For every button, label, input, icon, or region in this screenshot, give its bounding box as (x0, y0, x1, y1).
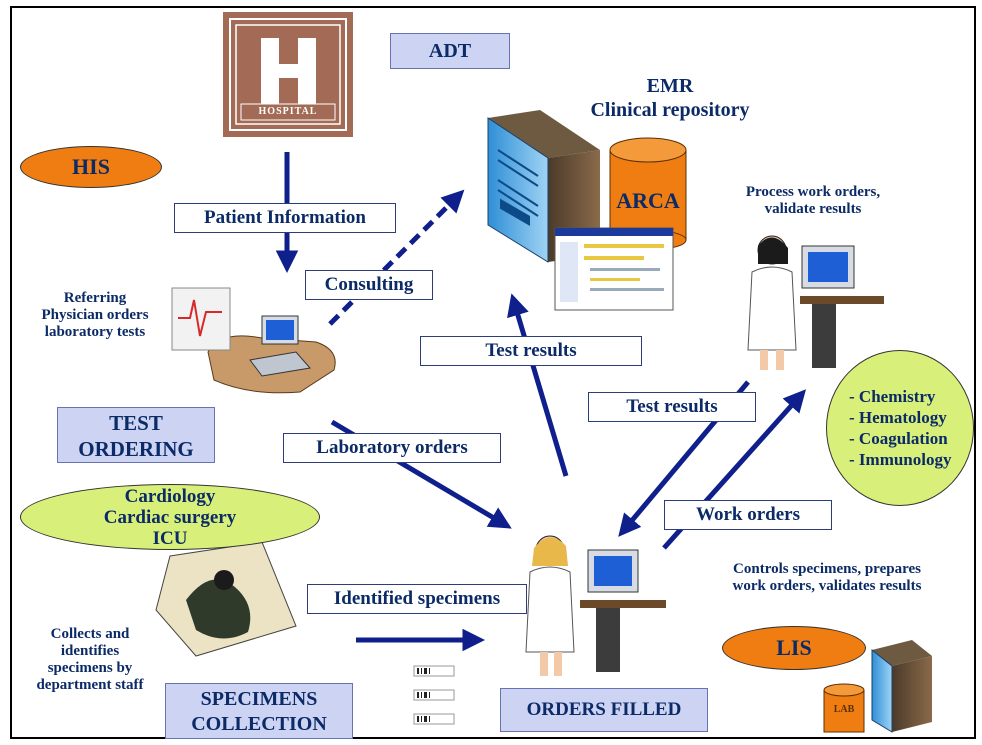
barcode-icons (413, 665, 455, 725)
collects-note-line3: specimens by (47, 660, 133, 676)
physician-workstation-icon (171, 287, 336, 394)
wards-ellipse: Cardiology Cardiac surgery ICU (20, 484, 320, 550)
arrow-consulting-to-emr (328, 189, 465, 326)
specimens-collection-label: SPECIMENS COLLECTION (165, 683, 353, 739)
patient-information-label: Patient Information (174, 203, 396, 233)
lab-assistant-icon (525, 535, 666, 676)
referring-note-line3: laboratory tests (44, 324, 146, 340)
referring-note: Referring Physician orders laboratory te… (20, 290, 170, 341)
adt-label: ADT (390, 33, 510, 69)
department-item: - Hematology (849, 408, 947, 427)
test-ordering-line2: ORDERING (78, 437, 194, 461)
specimens-collection-line2: COLLECTION (191, 713, 327, 735)
department-item: - Chemistry (849, 387, 936, 406)
process-note-line2: validate results (764, 201, 862, 217)
wards-line1: Cardiology (124, 485, 216, 507)
referring-note-line1: Referring (63, 290, 127, 306)
lab-label: LAB (833, 704, 855, 715)
process-note-line1: Process work orders, (745, 184, 881, 200)
orders-filled-label: ORDERS FILLED (500, 688, 708, 732)
emr-screenshot-icon (554, 227, 674, 311)
specimen-collection-icon (155, 541, 297, 657)
referring-note-line2: Physician orders (41, 307, 149, 323)
department-item: - Coagulation (849, 429, 948, 448)
lis-server-icon (823, 640, 932, 733)
arrow-orders-to-emr-test-results (507, 293, 569, 477)
laboratory-orders-label: Laboratory orders (283, 433, 501, 463)
work-orders-label: Work orders (664, 500, 832, 530)
test-results-upper-label: Test results (420, 336, 642, 366)
arca-label: ARCA (616, 188, 680, 213)
controls-note: Controls specimens, prepares work orders… (696, 561, 958, 595)
lab-technician-icon (747, 235, 884, 370)
departments-ellipse: - Chemistry - Hematology - Coagulation -… (826, 350, 974, 506)
consulting-label: Consulting (305, 270, 433, 300)
controls-note-line2: work orders, validates results (732, 578, 922, 594)
controls-note-line1: Controls specimens, prepares (733, 561, 921, 577)
lis-label: LIS (722, 626, 866, 670)
collects-note-line4: department staff (36, 677, 144, 693)
process-note: Process work orders, validate results (728, 184, 898, 218)
collects-note-line2: identifies (60, 643, 120, 659)
test-ordering-line1: TEST (109, 411, 163, 435)
wards-line3: ICU (152, 527, 188, 549)
wards-line2: Cardiac surgery (103, 506, 237, 528)
emr-title-line2: Clinical repository (590, 99, 750, 121)
specimens-collection-line1: SPECIMENS (200, 688, 318, 710)
collects-note-line1: Collects and (50, 626, 130, 642)
test-ordering-label: TEST ORDERING (57, 407, 215, 463)
hospital-icon (223, 12, 353, 137)
hospital-word: HOSPITAL (258, 106, 318, 117)
identified-specimens-label: Identified specimens (307, 584, 527, 614)
his-label: HIS (20, 146, 162, 188)
emr-title-line1: EMR (646, 75, 694, 97)
emr-title: EMR Clinical repository (540, 74, 800, 122)
test-results-lower-label: Test results (588, 392, 756, 422)
collects-note: Collects and identifies specimens by dep… (22, 626, 158, 694)
department-item: - Immunology (849, 450, 952, 469)
